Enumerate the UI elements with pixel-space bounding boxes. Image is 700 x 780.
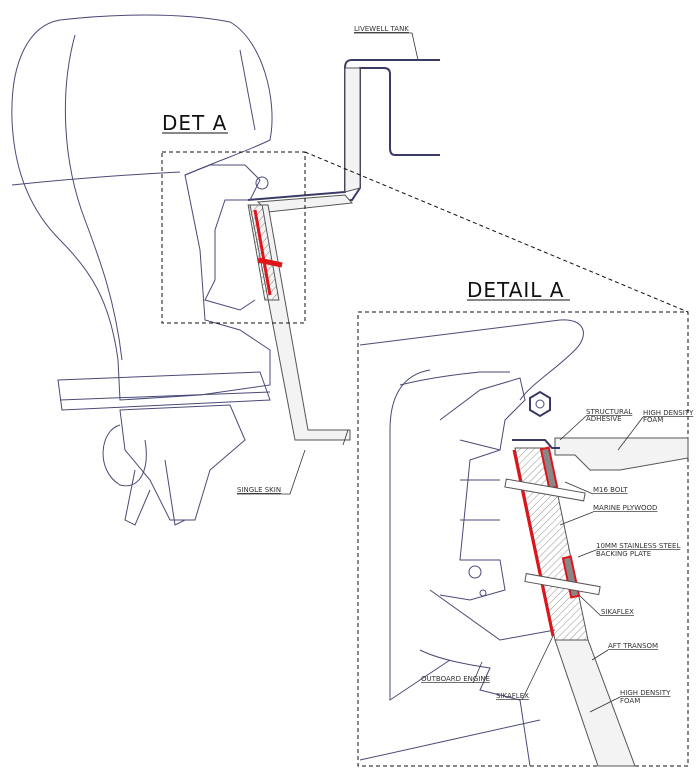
structural-adhesive-label: STRUCTURAL bbox=[586, 408, 632, 416]
outboard-engine-overview bbox=[11, 14, 273, 526]
high-density-foam-bottom-label-line2: FOAM bbox=[620, 697, 640, 705]
transom-overview bbox=[247, 204, 351, 441]
det-a-title: DET A bbox=[162, 111, 227, 135]
bracket-bolt-overview bbox=[255, 176, 269, 190]
high-density-foam-top-label: HIGH DENSITY bbox=[643, 409, 694, 417]
aft-transom-label: AFT TRANSOM bbox=[608, 642, 658, 650]
outboard-engine-label: OUTBOARD ENGINE bbox=[421, 675, 490, 683]
livewell-tank bbox=[247, 59, 440, 213]
sikaflex-lower-label: SIKAFLEX bbox=[496, 692, 529, 700]
stainless-backing-plate-label-line2: BACKING PLATE bbox=[596, 550, 651, 558]
engine-bracket-overview bbox=[184, 164, 261, 311]
detail-a-view bbox=[359, 319, 689, 767]
detail-a-title: DETAIL A bbox=[467, 278, 564, 302]
high-density-foam-bottom-label: HIGH DENSITY bbox=[620, 689, 671, 697]
single-skin-label: SINGLE SKIN bbox=[237, 486, 281, 494]
sikaflex-upper-label: SIKAFLEX bbox=[601, 608, 634, 616]
m16-bolt-label: M16 BOLT bbox=[593, 486, 628, 494]
high-density-foam-top-label-line2: FOAM bbox=[643, 416, 663, 424]
livewell-tank-label: LIVEWELL TANK bbox=[354, 25, 409, 33]
detail-leader-line bbox=[304, 151, 689, 313]
det-a-box bbox=[161, 151, 306, 324]
structural-adhesive-label-line2: ADHESIVE bbox=[586, 415, 622, 423]
detail-a-box bbox=[357, 311, 689, 767]
marine-plywood-label: MARINE PLYWOOD bbox=[593, 504, 657, 512]
detail-labels: STRUCTURAL ADHESIVE HIGH DENSITY FOAM M1… bbox=[421, 408, 694, 713]
stainless-backing-plate-label: 10MM STAINLESS STEEL bbox=[596, 542, 680, 550]
